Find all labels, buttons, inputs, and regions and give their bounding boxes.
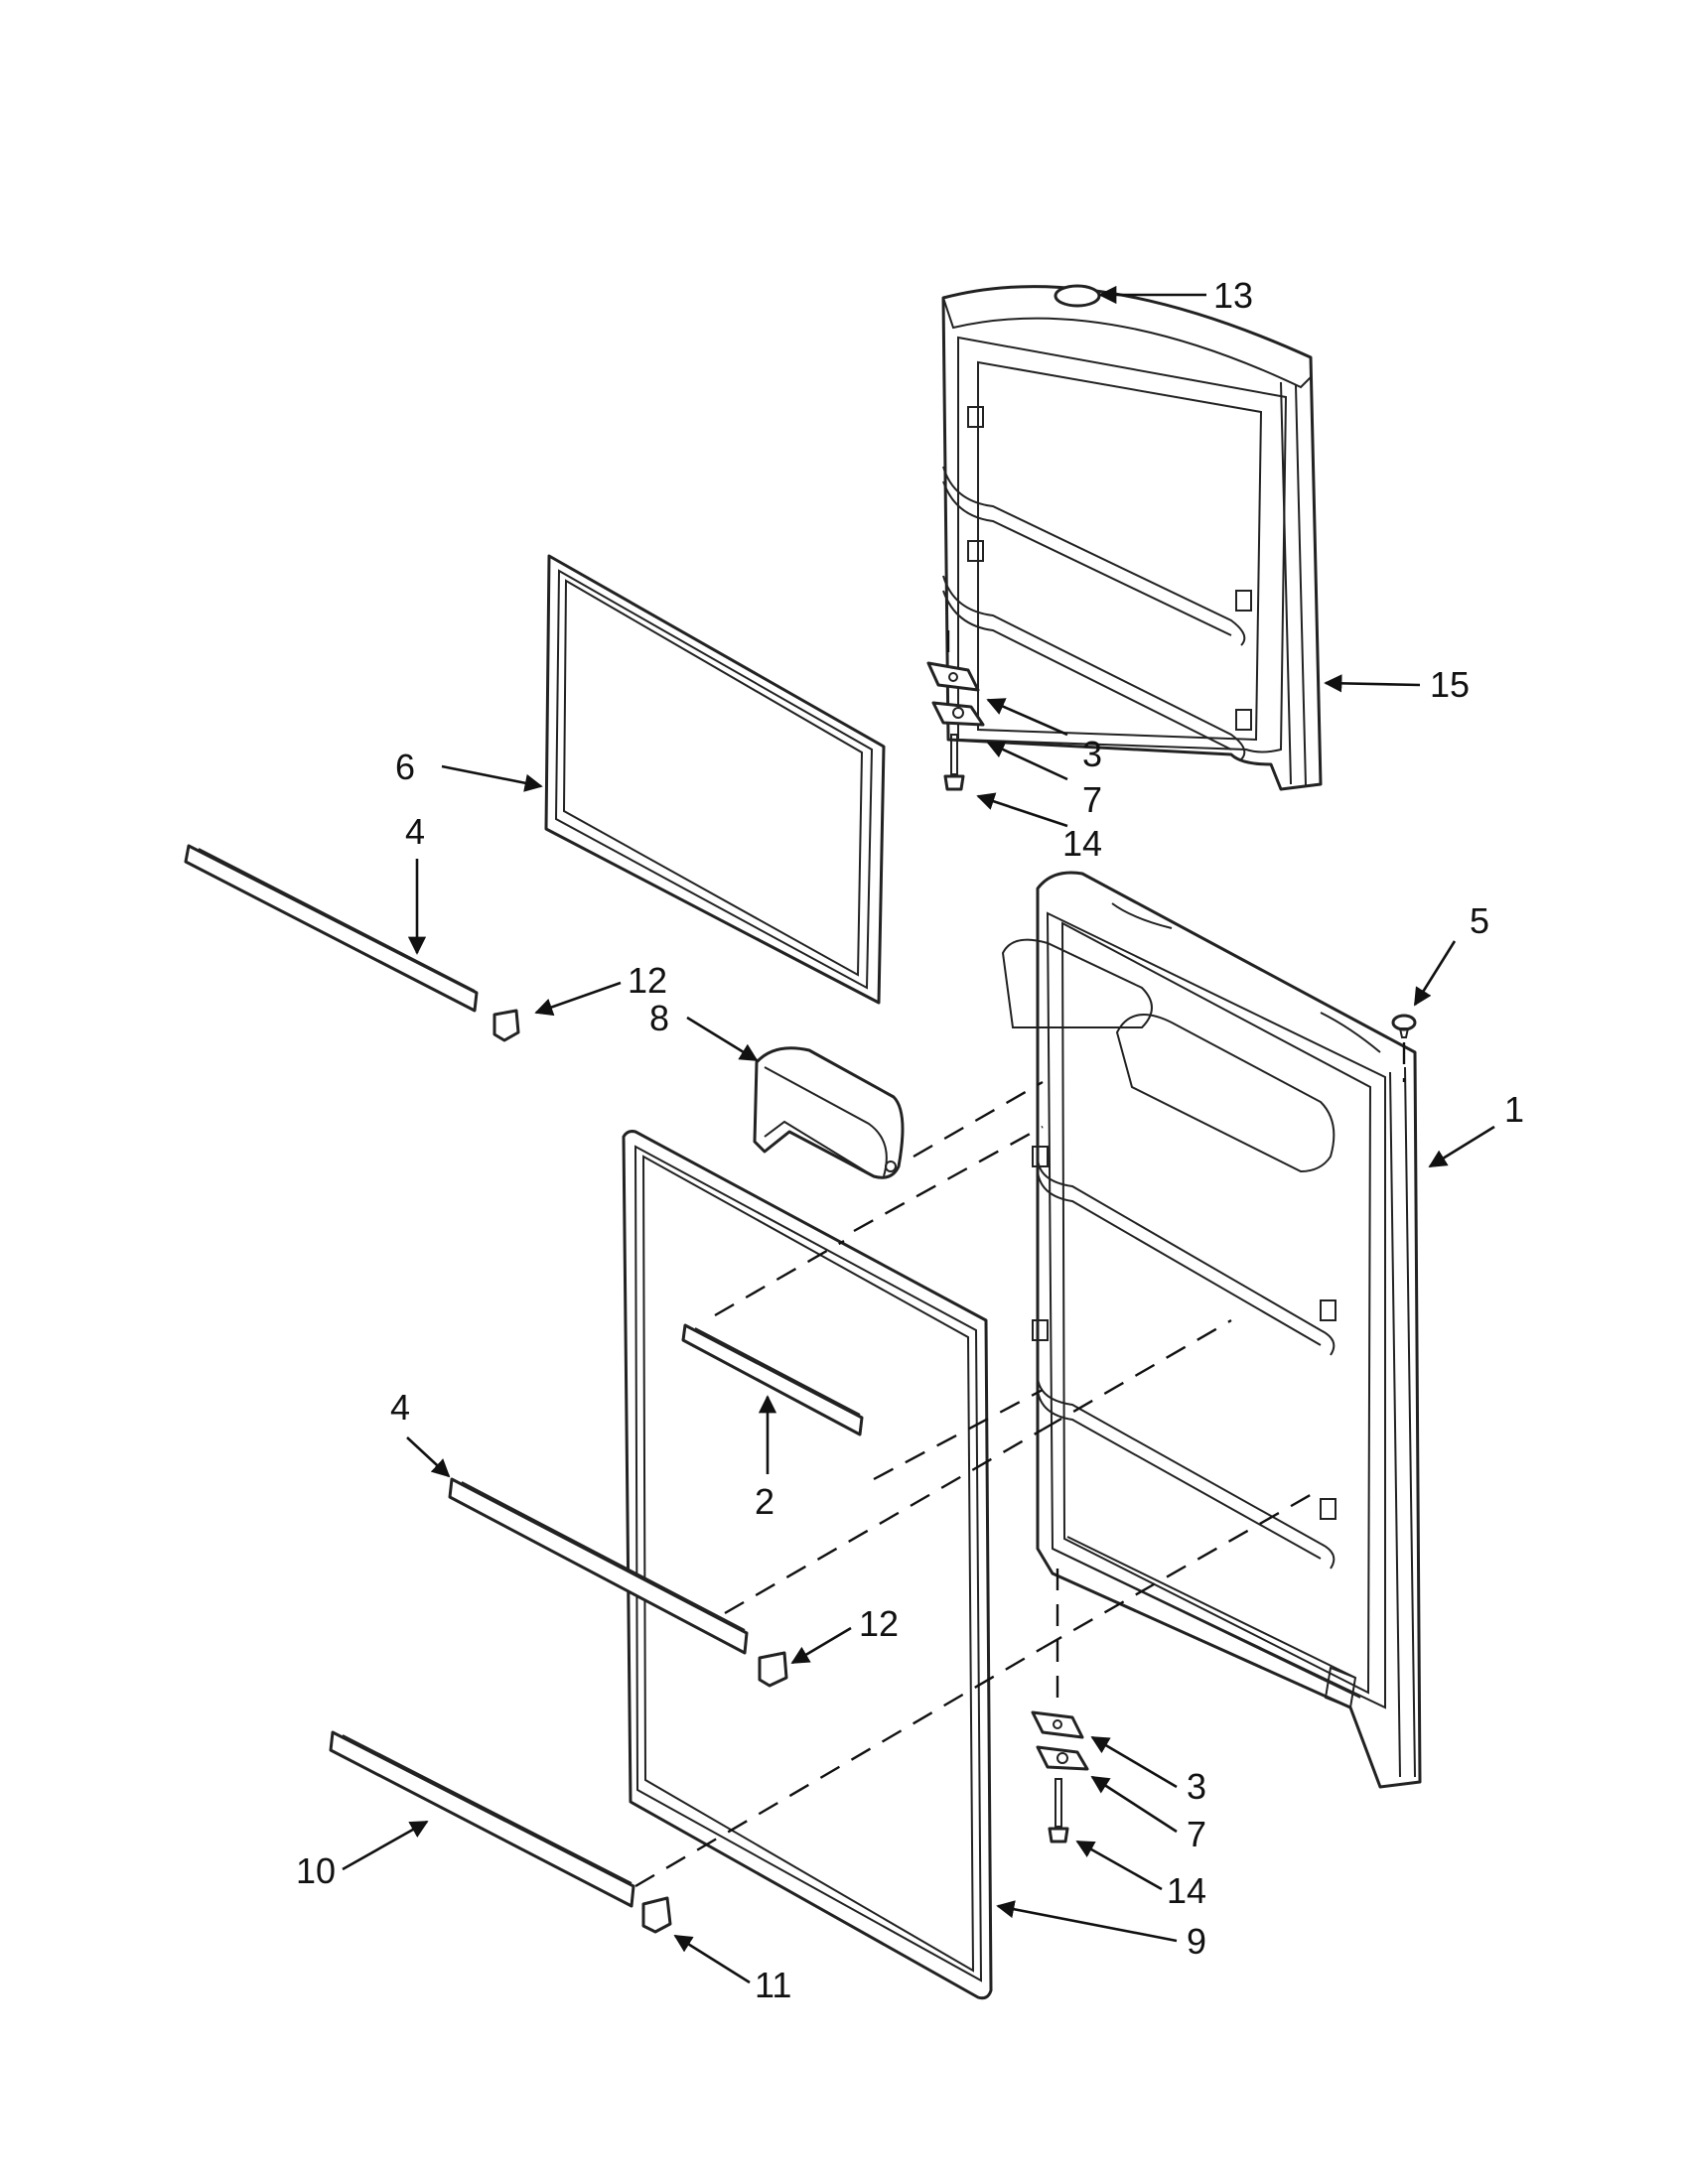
callout-5: 5 bbox=[1470, 900, 1489, 941]
callout-2: 2 bbox=[755, 1481, 774, 1522]
freezer-gasket bbox=[544, 554, 886, 1005]
callout-14-top: 14 bbox=[1062, 823, 1102, 864]
callout-7-top: 7 bbox=[1082, 779, 1102, 820]
callout-6: 6 bbox=[395, 747, 415, 787]
fresh-food-door bbox=[1001, 871, 1422, 1789]
callout-15: 15 bbox=[1430, 664, 1470, 705]
callout-14-bottom: 14 bbox=[1167, 1870, 1206, 1911]
callout-10: 10 bbox=[296, 1850, 336, 1891]
callout-3-top: 3 bbox=[1082, 734, 1102, 774]
bottom-rail bbox=[329, 1730, 635, 1908]
callout-4-bottom: 4 bbox=[390, 1387, 410, 1428]
end-cap-bottom bbox=[758, 1651, 788, 1688]
freezer-door bbox=[941, 285, 1323, 791]
callout-9: 9 bbox=[1187, 1921, 1206, 1962]
assembly-lines bbox=[634, 1080, 1322, 1888]
callout-3-bottom: 3 bbox=[1187, 1766, 1206, 1807]
dairy-bar bbox=[681, 1323, 864, 1436]
callout-1: 1 bbox=[1504, 1089, 1524, 1130]
callout-12-bottom: 12 bbox=[859, 1603, 899, 1644]
leader-lines bbox=[342, 285, 1495, 1984]
bottom-end-cap bbox=[641, 1896, 672, 1934]
door-cap-plug bbox=[1391, 1014, 1417, 1082]
callout-13: 13 bbox=[1213, 275, 1253, 316]
fresh-food-gasket bbox=[622, 1130, 993, 2000]
callout-7-bottom: 7 bbox=[1187, 1814, 1206, 1854]
dairy-bin-cover bbox=[753, 1046, 905, 1179]
freezer-shelf-rail bbox=[184, 844, 479, 1013]
callout-4-top: 4 bbox=[405, 811, 425, 852]
callout-12-top: 12 bbox=[628, 960, 667, 1001]
end-cap-top bbox=[492, 1009, 520, 1042]
callout-8: 8 bbox=[649, 998, 669, 1038]
callout-11: 11 bbox=[755, 1965, 791, 2005]
door-seal-plug bbox=[1054, 284, 1101, 308]
door-shelf-rail bbox=[448, 1477, 749, 1655]
top-hinge-assembly bbox=[926, 630, 985, 791]
bottom-hinge-assembly bbox=[1031, 1569, 1089, 1843]
